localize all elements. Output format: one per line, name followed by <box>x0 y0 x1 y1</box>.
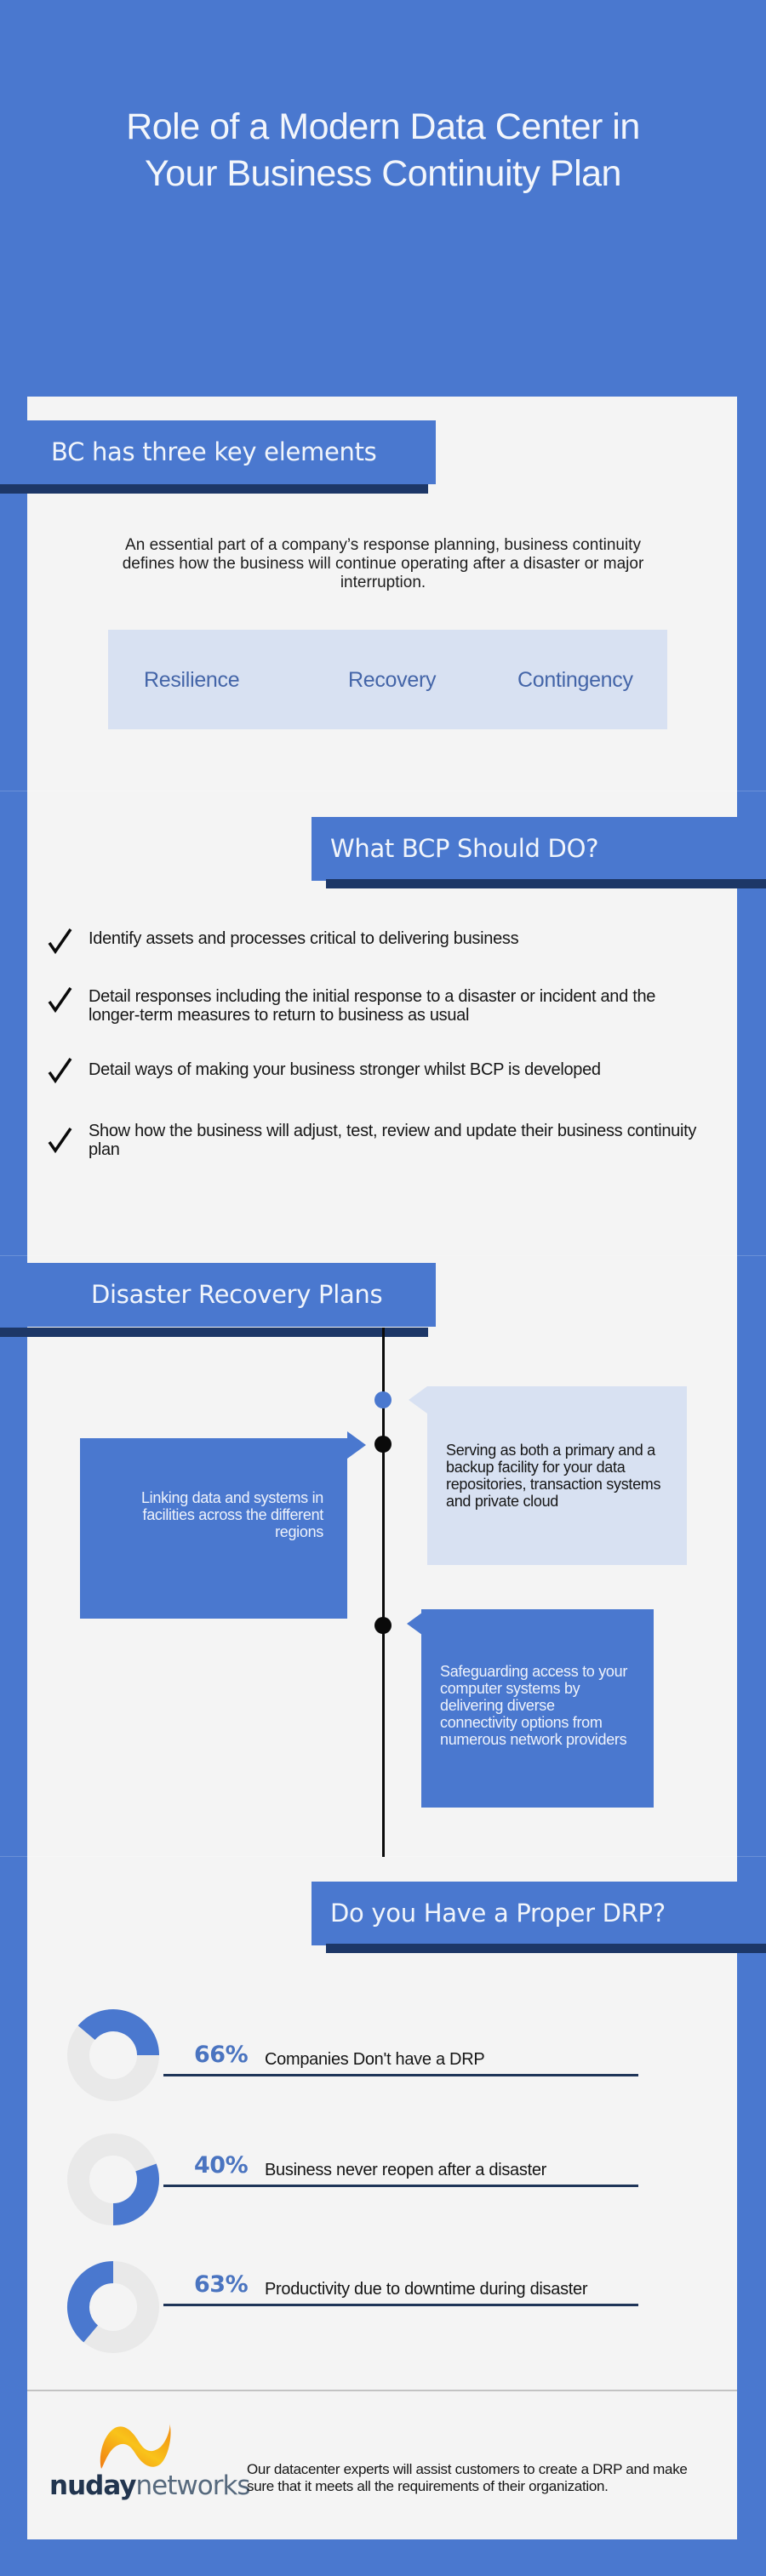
stat-label: Business never reopen after a disaster <box>265 2161 547 2179</box>
page-title: Role of a Modern Data Center in Your Bus… <box>0 104 766 197</box>
footer-divider <box>27 2390 737 2391</box>
bcp-item-text: Identify assets and processes critical t… <box>89 929 519 948</box>
stat-row: 66% Companies Don't have a DRP <box>162 2042 638 2076</box>
stats-heading-text: Do you Have a Proper DRP? <box>330 1899 666 1928</box>
footer-text: Our datacenter experts will assist custo… <box>247 2461 688 2494</box>
stat-value: 40% <box>194 2152 249 2179</box>
stat-row: 40% Business never reopen after a disast… <box>162 2152 638 2187</box>
checkmark-icon <box>48 928 72 955</box>
checkmark-icon <box>48 1128 72 1154</box>
element-resilience: Resilience <box>144 668 240 692</box>
heading-underline <box>0 484 428 494</box>
key-elements-box: Resilience Recovery Contingency <box>108 630 667 729</box>
stat-value: 63% <box>194 2271 249 2298</box>
bcp-section-heading: What BCP Should DO? <box>312 817 737 881</box>
bcp-heading-text: What BCP Should DO? <box>330 834 599 863</box>
bcp-item-text: Show how the business will adjust, test,… <box>89 1122 697 1159</box>
stat-label: Companies Don't have a DRP <box>265 2050 485 2069</box>
stat-underline <box>163 2074 638 2076</box>
stat-underline <box>163 2304 638 2306</box>
logo-wordmark: nudaynetworks <box>49 2470 251 2501</box>
stat-row: 63% Productivity due to downtime during … <box>162 2271 638 2306</box>
page-title-line-2: Your Business Continuity Plan <box>145 153 621 194</box>
element-recovery: Recovery <box>348 668 437 692</box>
donut-arc <box>112 2163 159 2225</box>
timeline-dot <box>374 1391 392 1408</box>
drp-card: Safeguarding access to your computer sys… <box>421 1609 654 1808</box>
card-pointer <box>407 1610 426 1637</box>
stats-section-heading: Do you Have a Proper DRP? <box>312 1882 737 1945</box>
bc-intro-text: An essential part of a company’s respons… <box>122 536 644 591</box>
donut-chart <box>67 2009 159 2101</box>
bcp-item-text: Detail ways of making your business stro… <box>89 1060 601 1079</box>
heading-underline <box>326 1944 766 1953</box>
element-contingency: Contingency <box>517 668 633 692</box>
drp-card-text: Safeguarding access to your computer sys… <box>440 1663 628 1748</box>
bc-section-heading: BC has three key elements <box>0 420 436 484</box>
bc-heading-text: BC has three key elements <box>51 437 377 466</box>
drp-card-text: Serving as both a primary and a backup f… <box>446 1442 661 1510</box>
card-pointer <box>347 1431 366 1459</box>
stat-underline <box>163 2185 638 2187</box>
page-title-line-1: Role of a Modern Data Center in <box>126 106 640 147</box>
timeline-dot <box>374 1436 392 1453</box>
donut-arc <box>77 2009 159 2056</box>
drp-section-heading: Disaster Recovery Plans <box>0 1263 436 1327</box>
timeline-line <box>382 1328 385 1857</box>
section-divider <box>0 1255 766 1256</box>
donut-arc <box>67 2261 114 2343</box>
bcp-item-text: Detail responses including the initial r… <box>89 987 656 1025</box>
donut-chart <box>67 2261 159 2353</box>
drp-card: Linking data and systems in facilities a… <box>80 1438 347 1619</box>
timeline-dot <box>374 1617 392 1634</box>
checkmark-icon <box>48 987 72 1014</box>
heading-underline <box>326 879 766 888</box>
logo-light-text: networks <box>135 2470 251 2501</box>
stat-label: Productivity due to downtime during disa… <box>265 2280 588 2299</box>
drp-card-text: Linking data and systems in facilities a… <box>140 1489 323 1540</box>
checkmark-icon <box>48 1058 72 1084</box>
heading-underline <box>0 1328 428 1337</box>
drp-heading-text: Disaster Recovery Plans <box>91 1280 383 1309</box>
stat-value: 66% <box>194 2042 249 2068</box>
donut-chart <box>67 2133 159 2225</box>
logo-bold-text: nuday <box>49 2470 137 2501</box>
card-pointer <box>409 1386 427 1414</box>
logo-wave-icon <box>100 2423 171 2469</box>
nuday-networks-logo[interactable]: nudaynetworks <box>49 2421 251 2515</box>
drp-card: Serving as both a primary and a backup f… <box>427 1386 687 1565</box>
